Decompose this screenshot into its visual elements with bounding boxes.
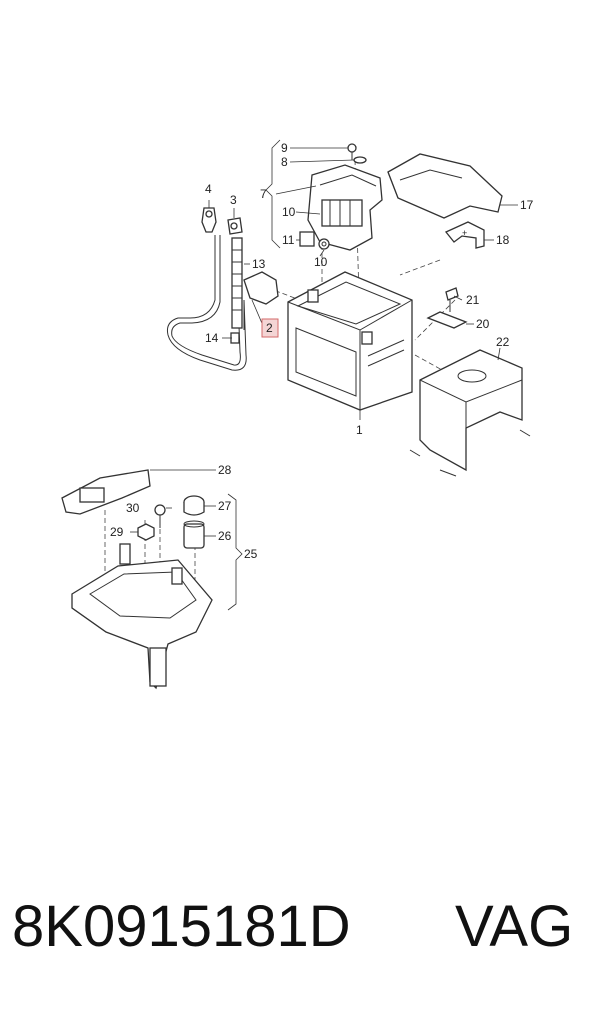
callout-11: 11 xyxy=(282,233,295,247)
part-7-fuse-box xyxy=(307,164,383,251)
part-3-terminal xyxy=(227,217,243,235)
battery-cable-13 xyxy=(231,237,279,330)
callout-8: 8 xyxy=(281,155,288,169)
part-4-clamp xyxy=(201,207,217,233)
callout-7: 7 xyxy=(260,187,267,201)
bracket-25 xyxy=(227,493,243,611)
callout-21: 21 xyxy=(466,293,480,307)
part-9-screw xyxy=(347,143,357,160)
part-8-washer xyxy=(353,156,367,164)
bracket-7 xyxy=(265,139,281,249)
part-20-clamp xyxy=(426,311,468,329)
part-17-cover xyxy=(387,153,503,219)
callout-13: 13 xyxy=(252,257,266,271)
callout-26: 26 xyxy=(218,529,232,543)
part-27-cap xyxy=(183,495,205,516)
part-25-battery-tray xyxy=(71,543,213,690)
part-11-relay xyxy=(299,231,315,247)
svg-text:+: + xyxy=(462,228,467,238)
callout-10-top: 10 xyxy=(282,205,296,219)
callout-17: 17 xyxy=(520,198,534,212)
leader-lines xyxy=(130,147,518,537)
part-21-bolt xyxy=(445,287,459,312)
callout-30: 30 xyxy=(126,501,140,515)
callout-20: 20 xyxy=(476,317,490,331)
part-18-bracket: + xyxy=(444,221,485,249)
part-26-sleeve xyxy=(183,520,205,549)
part-10-nut xyxy=(318,238,330,250)
part-29-nut xyxy=(137,523,155,541)
callout-2-highlight xyxy=(261,318,279,338)
callout-2: 2 xyxy=(266,321,273,335)
part-30-screw xyxy=(154,504,166,528)
callout-18: 18 xyxy=(496,233,510,247)
footer: 8K0915181D VAG xyxy=(0,893,600,973)
callout-labels: 9 8 7 10 11 10 4 3 13 14 2 1 17 18 21 20… xyxy=(110,141,534,561)
callout-1: 1 xyxy=(356,423,363,437)
callout-28: 28 xyxy=(218,463,232,477)
part-1-battery xyxy=(287,271,413,411)
callout-22: 22 xyxy=(496,335,510,349)
callout-10-bottom: 10 xyxy=(314,255,328,269)
brand-name: VAG xyxy=(455,894,574,959)
callout-3: 3 xyxy=(230,193,237,207)
parts-exploded-diagram: + xyxy=(61,139,534,690)
callout-4: 4 xyxy=(205,182,212,196)
callout-27: 27 xyxy=(218,499,232,513)
callout-25: 25 xyxy=(244,547,258,561)
part-number: 8K0915181D xyxy=(12,894,351,959)
callout-29: 29 xyxy=(110,525,124,539)
callout-9: 9 xyxy=(281,141,288,155)
callout-14: 14 xyxy=(205,331,219,345)
part-28-holder xyxy=(61,469,151,515)
part-22-heat-shield xyxy=(409,349,531,477)
